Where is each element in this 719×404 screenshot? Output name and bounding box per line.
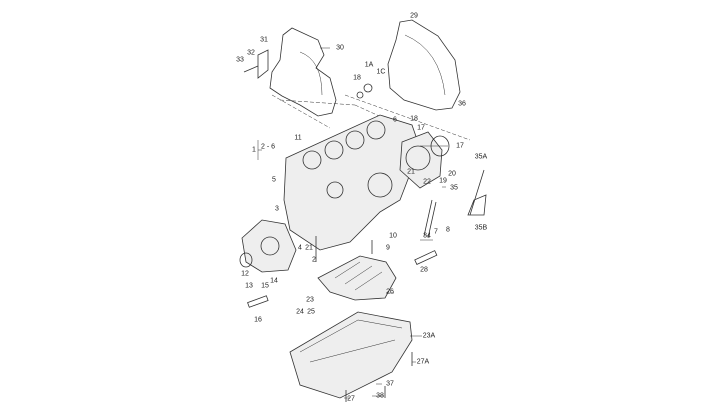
cylinder-block (283, 114, 421, 251)
part-label: 20 (448, 170, 456, 178)
part-label: 4 (298, 244, 302, 252)
part-label: 19 (439, 177, 447, 185)
part-label: 7 (434, 228, 438, 236)
part-label: 15 (261, 282, 269, 290)
part-label: 18 (410, 115, 418, 123)
part-label: 13 (245, 282, 253, 290)
oil-baffle-26 (317, 255, 397, 301)
part-label: 6 (393, 116, 397, 124)
part-label: 33 (236, 56, 244, 64)
part-label: 10 (389, 232, 397, 240)
part-label: 32 (247, 49, 255, 57)
part-label: 8 (446, 226, 450, 234)
part-label: 31 (260, 36, 268, 44)
flange-31 (257, 49, 269, 79)
part-label: 17 (456, 142, 464, 150)
part-label: 1A (364, 61, 374, 69)
part-label: 30 (336, 44, 344, 52)
oil-pan (289, 311, 413, 399)
part-label: 25 (307, 308, 315, 316)
part-label: 21 (407, 168, 415, 176)
part-label: 36 (458, 100, 466, 108)
part-label: 35B (474, 224, 488, 232)
part-label: 1 (252, 146, 256, 154)
part-label: 35 (450, 184, 458, 192)
part-label: 3 (275, 205, 279, 213)
part-label: 38 (376, 392, 384, 400)
part-label: 34 (423, 232, 431, 240)
part-label: 28 (420, 266, 428, 274)
dipstick (467, 169, 487, 216)
part-label: 37 (386, 380, 394, 388)
sealant-tube-28 (414, 250, 438, 265)
part-label: 17 (417, 124, 425, 132)
part-label: 26 (386, 288, 394, 296)
part-label: 23 (306, 296, 314, 304)
rear-plate-30 (269, 27, 337, 117)
part-label: 22 (423, 178, 431, 186)
sealant-tube-16 (247, 295, 269, 308)
part-label: 23A (422, 332, 436, 340)
part-label: 27 (347, 395, 355, 403)
part-label: 24 (296, 308, 304, 316)
rear-plate-29 (387, 19, 461, 111)
sensor-1a (363, 83, 373, 93)
part-label: 9 (386, 244, 390, 252)
part-label: 16 (254, 316, 262, 324)
part-label: 21 (305, 244, 313, 252)
part-label: 29 (410, 12, 418, 20)
part-label: 1C (376, 68, 386, 76)
part-label: 2 (312, 256, 316, 264)
oil-pump (241, 219, 297, 273)
part-label: 11 (294, 134, 302, 142)
part-label: 27A (416, 358, 430, 366)
part-label: 14 (270, 277, 278, 285)
part-label: 35A (474, 153, 488, 161)
part-label: 12 (241, 270, 249, 278)
part-label: 2 - 6 (260, 143, 276, 151)
dipstick-tube-34 (423, 199, 437, 239)
part-label: 18 (353, 74, 361, 82)
part-label: 5 (272, 176, 276, 184)
